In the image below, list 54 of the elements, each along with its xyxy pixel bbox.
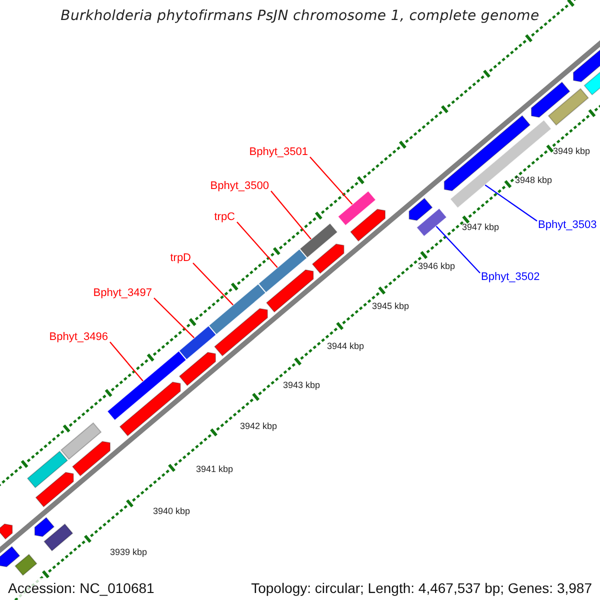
gene-feature (208, 282, 267, 336)
gene-feature (350, 208, 386, 242)
gene-feature (106, 350, 188, 422)
leader-line (310, 156, 353, 205)
gene-label: Bphyt_3496 (49, 331, 108, 344)
leader-line (436, 226, 480, 274)
gene-feature (72, 440, 111, 476)
leader-line (110, 342, 144, 382)
tick-label: 3946 kbp (418, 261, 456, 272)
gene-feature (119, 382, 181, 436)
gene-label: Bphyt_3503 (538, 219, 597, 232)
gene-feature (35, 472, 74, 508)
leader-line (192, 262, 234, 306)
gene-feature (34, 516, 55, 537)
leader-line (270, 190, 312, 240)
gene-feature (214, 308, 268, 356)
title: Burkholderia phytofirmans PsJN chromosome 1, complete genome (60, 8, 540, 24)
gene-feature (0, 546, 20, 568)
gene-label: Bphyt_3497 (93, 287, 152, 300)
gene-feature (416, 207, 448, 238)
gene-feature (408, 198, 433, 221)
gene-label: trpD (170, 252, 191, 265)
tick-label: 3947 kbp (462, 222, 500, 233)
tick-label: 3949 kbp (553, 146, 590, 157)
tick-label: 3942 kbp (240, 421, 278, 432)
gene-feature (337, 190, 377, 226)
gene-feature (548, 88, 589, 126)
leader-line (484, 184, 538, 222)
tick-label: 3948 kbp (515, 175, 552, 186)
gene-feature (178, 324, 218, 361)
gene-feature (449, 119, 552, 209)
gene-feature (298, 222, 339, 259)
gene-label: Bphyt_3502 (481, 271, 540, 284)
gene-feature (312, 244, 344, 274)
tick-label: 3943 kbp (283, 380, 320, 391)
gene-feature (60, 422, 102, 460)
gene-label: Bphyt_3501 (249, 146, 308, 159)
gene-feature (530, 82, 570, 118)
gene-feature (178, 352, 216, 386)
gene-feature (266, 269, 314, 313)
gene-feature (26, 450, 68, 488)
tick-label: 3944 kbp (327, 341, 364, 352)
tick-label: 3941 kbp (196, 464, 234, 475)
tick-label: 3940 kbp (153, 506, 190, 517)
gene-feature (14, 554, 38, 576)
leader-line (236, 222, 278, 268)
tick-label: 3945 kbp (372, 301, 410, 312)
tick-label: 3939 kbp (110, 547, 148, 558)
gene-feature (0, 523, 13, 540)
gene-label: Bphyt_3500 (210, 180, 269, 193)
gene-feature (258, 248, 308, 294)
gene-label: trpC (214, 211, 235, 224)
leader-line (154, 298, 195, 338)
gene-feature (44, 523, 74, 552)
